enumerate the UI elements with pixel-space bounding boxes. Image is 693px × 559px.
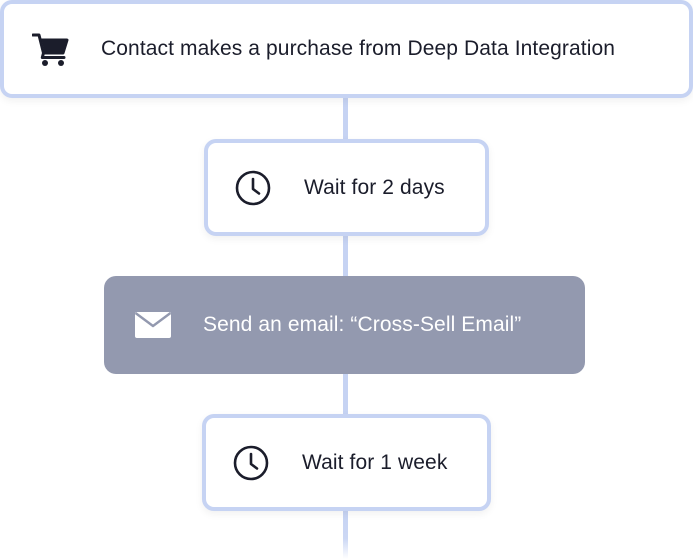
delay-step-1-week[interactable]: Wait for 1 week bbox=[202, 414, 491, 511]
step-label: Wait for 2 days bbox=[304, 175, 445, 199]
action-step-send-email[interactable]: Send an email: “Cross-Sell Email” bbox=[104, 276, 585, 374]
envelope-icon bbox=[134, 311, 172, 339]
shopping-cart-icon bbox=[32, 31, 70, 67]
connector-line bbox=[343, 233, 348, 279]
clock-icon bbox=[234, 169, 272, 207]
delay-step-2-days[interactable]: Wait for 2 days bbox=[204, 139, 489, 236]
clock-icon bbox=[232, 444, 270, 482]
trigger-step-purchase[interactable]: Contact makes a purchase from Deep Data … bbox=[0, 0, 693, 98]
step-label: Contact makes a purchase from Deep Data … bbox=[101, 37, 616, 60]
step-label: Wait for 1 week bbox=[302, 450, 448, 474]
connector-line bbox=[343, 372, 348, 418]
step-label: Send an email: “Cross-Sell Email” bbox=[203, 313, 522, 336]
connector-line bbox=[343, 508, 348, 559]
connector-line bbox=[343, 95, 348, 141]
